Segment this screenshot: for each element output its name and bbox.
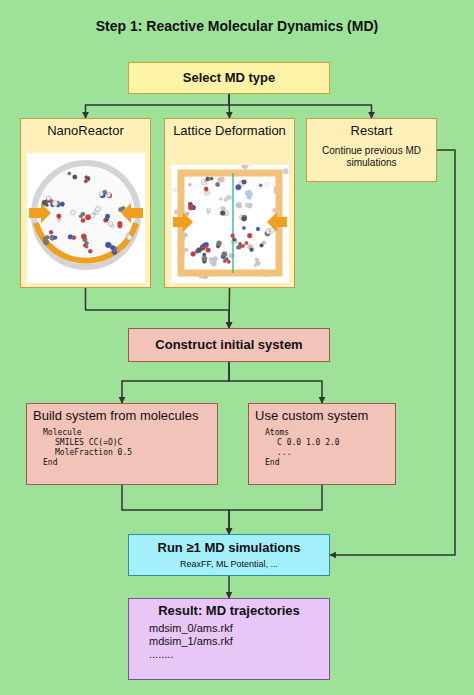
code-line: Molecule [43, 428, 211, 438]
box-text: ReaxFF, ML Potential, ... [135, 559, 323, 570]
process-box: Build system from moleculesMoleculeSMILE… [26, 403, 218, 485]
box-text: ........ [149, 648, 323, 661]
code-line: End [265, 458, 389, 468]
flow-arrow [86, 288, 230, 328]
process-box: NanoReactor [20, 118, 151, 288]
process-box: Use custom systemAtomsC 0.0 1.0 2.0...En… [248, 403, 396, 485]
flow-arrow [229, 362, 322, 403]
process-box: Result: MD trajectories mdsim_0/ams.rkfmd… [128, 598, 330, 680]
box-text: mdsim_1/ams.rkf [149, 635, 323, 648]
process-box: RestartContinue previous MD simulations [306, 118, 437, 182]
box-title: Select MD type [135, 70, 323, 86]
flow-arrow [229, 94, 372, 118]
box-title: Restart [313, 123, 430, 139]
code-line: ... [277, 448, 389, 458]
code-line: Atoms [265, 428, 389, 438]
process-box: Select MD type [128, 62, 330, 94]
lattice-illustration [171, 165, 289, 283]
process-box: Construct initial system [128, 328, 330, 362]
code-line: MoleFraction 0.5 [55, 448, 211, 458]
diagram-title: Step 1: Reactive Molecular Dynamics (MD) [0, 18, 474, 34]
code-line: End [43, 458, 211, 468]
box-title: Lattice Deformation [171, 123, 288, 139]
flow-arrow [229, 485, 322, 534]
flow-arrow [228, 288, 230, 328]
box-title: Construct initial system [135, 337, 323, 353]
process-box: Run ≥1 MD simulationsReaxFF, ML Potentia… [128, 534, 330, 576]
box-title: Build system from molecules [33, 408, 211, 424]
flow-arrow [86, 94, 230, 118]
flow-arrow [122, 362, 229, 403]
box-title: Use custom system [255, 408, 389, 424]
code-line: C 0.0 1.0 2.0 [277, 438, 389, 448]
box-text: mdsim_0/ams.rkf [149, 622, 323, 635]
box-title: NanoReactor [27, 123, 144, 139]
flow-arrow [228, 576, 230, 598]
code-line: SMILES CC(=O)C [55, 438, 211, 448]
box-title: Result: MD trajectories [135, 603, 323, 619]
flow-arrow [330, 150, 455, 555]
box-text: Continue previous MD simulations [313, 145, 430, 169]
process-box: Lattice Deformation [164, 118, 295, 288]
box-title: Run ≥1 MD simulations [135, 540, 323, 556]
flow-arrow [122, 485, 229, 534]
nanoreactor-illustration [27, 153, 145, 283]
